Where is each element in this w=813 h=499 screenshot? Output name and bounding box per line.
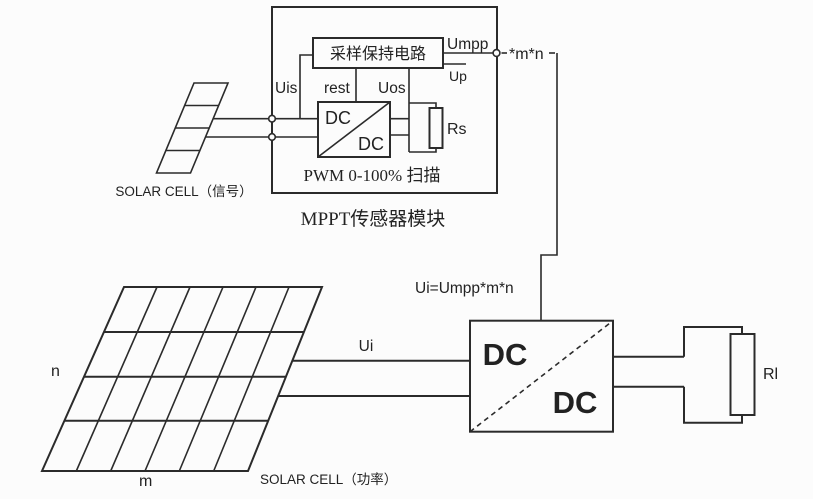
rl-label: Rl	[763, 366, 778, 383]
pwm-caption: PWM 0-100% 扫描	[304, 166, 441, 185]
rl-wire-bottom	[683, 386, 743, 424]
uos-label: Uos	[378, 80, 406, 97]
power-panel-column-line	[75, 286, 158, 472]
uis-sense-line	[299, 54, 313, 119]
sensor-dc-dc-block	[317, 101, 391, 158]
mn-multiplier-label: *m*n	[509, 46, 544, 63]
power-panel-outline	[40, 286, 324, 472]
rows-label: n	[51, 363, 60, 380]
rs-resistor-body	[428, 107, 444, 149]
main-dc-dc-block	[469, 319, 614, 433]
load-resistor: Rl	[683, 326, 778, 424]
sample-hold-label: 采样保持电路	[330, 45, 426, 63]
sensor-dc-dc-converter: DC DC	[317, 101, 391, 158]
mppt-module-title: MPPT传感器模块	[301, 208, 446, 230]
main-dc-dc-diagonal	[469, 320, 614, 433]
up-label: Up	[449, 68, 467, 84]
umpp-feedback-line	[540, 53, 558, 320]
sense-resistor: Rs	[409, 102, 467, 153]
rs-label: Rs	[447, 121, 467, 138]
sensor-dc-dc-diagonal	[317, 101, 391, 158]
power-panel-column-line	[178, 286, 257, 472]
columns-label: m	[139, 473, 152, 490]
power-panel-column-line	[109, 286, 191, 472]
sensor-dc-label-bottom: DC	[358, 134, 384, 154]
mppt-module-border	[271, 6, 498, 194]
rs-wire-bottom	[409, 148, 437, 153]
umpp-label: Umpp	[447, 36, 488, 53]
signal-solar-panel: SOLAR CELL（信号）	[115, 82, 269, 199]
umpp-terminal	[492, 48, 501, 58]
input-terminal-top	[267, 114, 277, 123]
rest-label: rest	[324, 80, 351, 97]
input-terminal-bottom	[267, 132, 277, 142]
mppt-sensor-module: 采样保持电路 Umpp *m*n Up Uis rest Uos DC	[267, 6, 558, 320]
rl-wire-top	[683, 326, 743, 357]
rs-wire-top	[409, 102, 437, 108]
ui-equation-label: Ui=Umpp*m*n	[415, 280, 514, 297]
power-panel-column-line	[212, 286, 290, 472]
main-dc-label-bottom: DC	[553, 385, 598, 420]
power-panel-caption: SOLAR CELL（功率）	[260, 471, 397, 487]
ui-label: Ui	[359, 338, 374, 355]
rl-resistor-body	[729, 333, 756, 416]
power-solar-panel: n m SOLAR CELL（功率）	[40, 286, 397, 490]
sensor-dc-label-top: DC	[325, 108, 351, 128]
signal-panel-outline	[155, 82, 230, 174]
power-panel-column-line	[144, 286, 224, 472]
power-stage: Ui Ui=Umpp*m*n DC DC Rl	[278, 280, 778, 433]
uis-label: Uis	[275, 80, 298, 97]
main-dc-label-top: DC	[483, 337, 528, 372]
signal-panel-caption: SOLAR CELL（信号）	[115, 184, 252, 199]
main-dc-dc-converter: DC DC	[469, 319, 614, 433]
